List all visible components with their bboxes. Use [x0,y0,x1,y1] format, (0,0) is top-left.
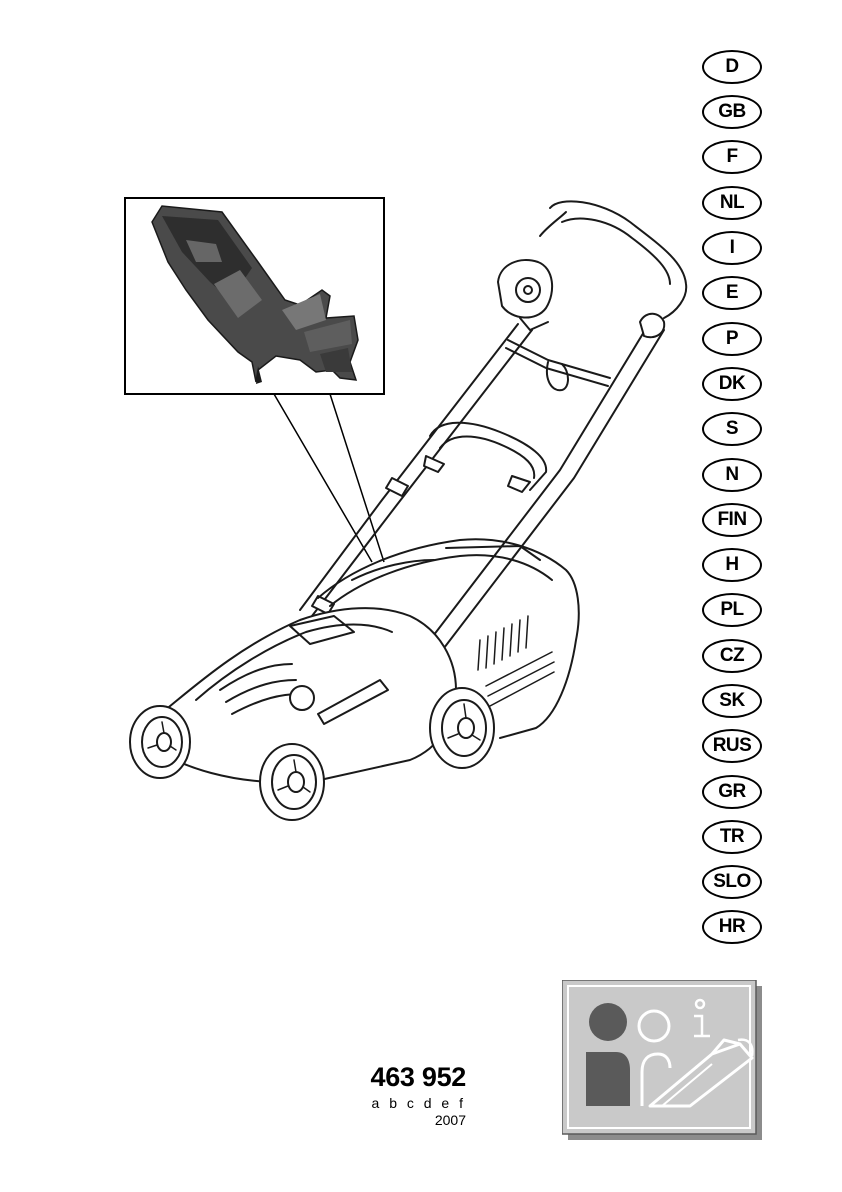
language-code-badge: RUS [702,729,762,763]
language-code-badge: H [702,548,762,582]
language-code-badge: DK [702,367,762,401]
detail-inset [125,198,384,394]
language-code-badge: E [702,276,762,310]
read-manual-icon [562,980,762,1140]
language-code-badge: NL [702,186,762,220]
language-code-badge: HR [702,910,762,944]
language-code-badge: D [702,50,762,84]
product-code-block: 463 952 a b c d e f 2007 [330,1063,466,1129]
language-code-badge: P [702,322,762,356]
language-code-badge: PL [702,593,762,627]
inset-pointer-lines [274,394,384,562]
edition-year: 2007 [330,1112,466,1129]
language-code-badge: I [702,231,762,265]
wheel-rear-right [430,688,494,768]
article-number: 463 952 [330,1063,466,1091]
language-code-badge: F [702,140,762,174]
language-code-badge: N [702,458,762,492]
variant-letters: a b c d e f [330,1094,466,1112]
language-code-badge: FIN [702,503,762,537]
language-code-badge: SK [702,684,762,718]
language-code-badge: TR [702,820,762,854]
language-code-badge: S [702,412,762,446]
language-code-badge: SLO [702,865,762,899]
language-code-badge: CZ [702,639,762,673]
language-code-badge: GR [702,775,762,809]
language-code-badge: GB [702,95,762,129]
wheel-front-right [260,744,324,820]
wheel-front-left [130,706,190,778]
